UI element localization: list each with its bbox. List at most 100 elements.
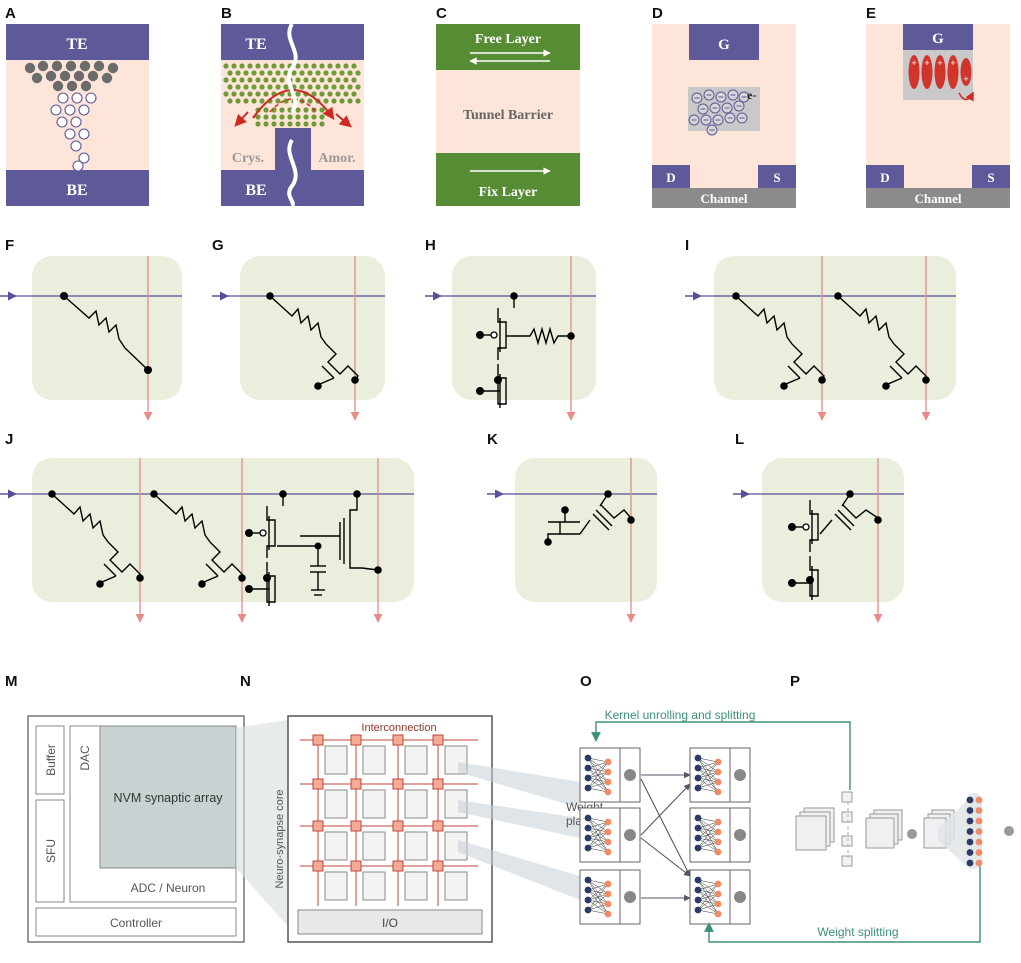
panel-label-f: F [5, 237, 14, 254]
panel-d-floating-gate: G e- D S Channel [652, 24, 796, 208]
mapping-splitting-label: Weight splitting [817, 925, 898, 939]
p-feature-stacks [795, 791, 1014, 867]
pcm-break-line [286, 22, 298, 208]
panel-label-p: P [790, 673, 800, 690]
cell-j-hybrid [0, 458, 414, 623]
panel-labels: A B C D E F G H I J K L M N O P [5, 5, 876, 690]
panel-o-mapping: Kernel unrolling and splitting Weight pl… [566, 708, 981, 943]
fe-source-label: S [987, 170, 994, 185]
pcm-heat-arrow-inner [269, 98, 317, 113]
cell-j-device-3 [245, 490, 382, 606]
mapping-kernel-label: Kernel unrolling and splitting [605, 708, 756, 722]
svg-text:+: + [963, 74, 968, 84]
fg-channel-label: Channel [701, 191, 748, 206]
cell-h-2t1r [425, 256, 596, 421]
panel-p-network [795, 791, 1014, 869]
panel-label-k: K [487, 431, 498, 448]
cell-g-device [266, 292, 359, 390]
svg-text:+: + [950, 58, 955, 68]
panel-label-g: G [212, 237, 224, 254]
rram-top-electrode [6, 24, 149, 60]
panel-label-a: A [5, 5, 16, 22]
fg-drain [652, 165, 690, 188]
cell-h-device [476, 292, 575, 408]
rram-te-label: TE [66, 36, 87, 53]
cell-i-background [714, 256, 956, 400]
panel-m-chip: Buffer SFU DAC NVM synaptic array ADC / … [27, 715, 245, 943]
cell-g-1t1r [212, 256, 385, 421]
chip-sfu-block [35, 799, 65, 903]
svg-text:+: + [937, 58, 942, 68]
fe-gate [903, 24, 973, 50]
rram-bottom-electrode [6, 170, 149, 206]
panel-label-d: D [652, 5, 663, 22]
mtj-fix-layer [436, 153, 580, 206]
weight-splitting-arrow [704, 850, 981, 943]
chip-nvm-array [99, 725, 237, 869]
fg-drain-label: D [666, 170, 675, 185]
fe-channel [866, 188, 1010, 208]
panel-a-rram: TE BE [6, 24, 149, 206]
cell-i-device-2 [834, 292, 930, 390]
cell-k-device [544, 490, 635, 546]
zoom-beams-n-o [458, 762, 580, 900]
pcm-te-label: TE [245, 36, 266, 53]
cell-f-1r [0, 256, 182, 421]
pcm-crys-label: Crys. [232, 151, 264, 166]
cell-l-fefet-2t [733, 458, 904, 623]
panel-label-i: I [685, 237, 689, 254]
chip-sfu-label: SFU [44, 839, 58, 863]
panel-label-m: M [5, 673, 18, 690]
panel-c-mtj: Free Layer Tunnel Barrier Fix Layer [436, 24, 580, 206]
pcm-amor-label: Amor. [318, 151, 355, 166]
panel-b-pcm: TE BE Crys. Amor. [221, 22, 364, 208]
cell-i-device-1 [732, 292, 826, 390]
cell-l-background [762, 458, 904, 602]
mapping-tiles [579, 747, 751, 925]
zoom-beam-m-n [236, 718, 300, 940]
cell-j-device-2 [150, 490, 246, 588]
fg-source-label: S [773, 170, 780, 185]
mtj-barrier-label: Tunnel Barrier [463, 108, 553, 123]
cell-l-device [788, 490, 882, 600]
fg-electron-label: e- [747, 88, 756, 102]
cell-f-resistor [63, 295, 149, 371]
mtj-fix-label: Fix Layer [479, 185, 538, 200]
panel-label-n: N [240, 673, 251, 690]
chip-array-label: NVM synaptic array [113, 791, 223, 805]
fe-gate-label: G [932, 31, 944, 47]
panel-n-core: Interconnection Neuro-synapse core I/O [274, 715, 493, 943]
fe-drain [866, 165, 904, 188]
mapping-tile-connections [640, 771, 691, 902]
core-io-block [297, 909, 483, 935]
cell-h-background [452, 256, 596, 400]
cell-k-background [515, 458, 657, 602]
panel-label-l: L [735, 431, 744, 448]
core-tile-grid [300, 734, 478, 906]
fe-switching-arrow [958, 91, 974, 102]
fe-channel-label: Channel [915, 191, 962, 206]
panel-label-c: C [436, 5, 447, 22]
fg-gate-label: G [718, 37, 730, 53]
panel-label-o: O [580, 673, 592, 690]
fe-drain-label: D [880, 170, 889, 185]
fe-dipoles: + + + + + [908, 55, 972, 89]
chip-controller-block [35, 907, 237, 937]
rram-be-label: BE [66, 182, 87, 199]
chip-adc-label: ADC / Neuron [131, 881, 206, 895]
cell-j-background [32, 458, 414, 602]
chip-buffer-label: Buffer [44, 744, 58, 776]
fg-gate [689, 24, 759, 60]
fe-source [972, 165, 1010, 188]
mtj-free-label: Free Layer [475, 32, 541, 47]
core-interconnection-label: Interconnection [361, 722, 436, 734]
svg-text:+: + [911, 58, 916, 68]
mtj-free-layer [436, 24, 580, 70]
svg-text:+: + [924, 58, 929, 68]
cell-j-device-1 [48, 490, 144, 588]
chip-buffer-block [35, 725, 65, 795]
panel-label-h: H [425, 237, 436, 254]
panel-label-b: B [221, 5, 232, 22]
fg-stored-electrons [688, 89, 750, 136]
